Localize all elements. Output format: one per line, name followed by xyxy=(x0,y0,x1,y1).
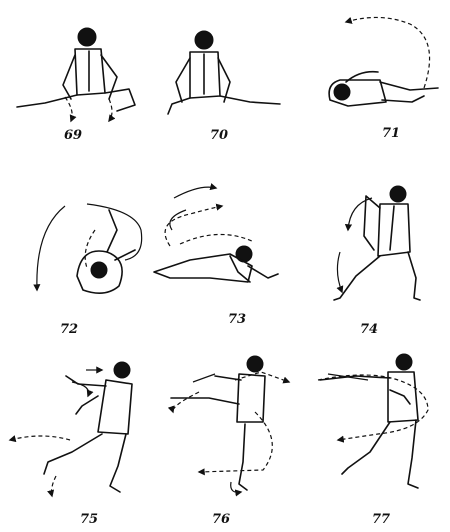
martial-artist-figure xyxy=(333,185,421,301)
martial-artist-figure xyxy=(153,183,279,283)
figure-number-72: 72 xyxy=(60,322,79,337)
figure-number-77: 77 xyxy=(372,512,391,527)
figure-number-71: 71 xyxy=(382,126,401,141)
figure-72-rolling xyxy=(25,190,155,310)
figure-69-side-split-stretch xyxy=(5,15,145,125)
martial-artist-figure xyxy=(328,16,439,107)
figure-73-ground-sweep xyxy=(150,182,290,302)
martial-artist-figure xyxy=(33,203,143,294)
figure-number-76: 76 xyxy=(212,512,231,527)
figure-number-75: 75 xyxy=(80,512,99,527)
figure-71-lying-stretch xyxy=(320,10,445,120)
figure-70-side-split-stretch xyxy=(160,18,290,128)
figure-number-73: 73 xyxy=(228,312,247,327)
figure-74-block-stance xyxy=(320,180,430,310)
martial-artist-figure xyxy=(16,27,136,123)
martial-artist-figure xyxy=(317,353,429,489)
figure-number-70: 70 xyxy=(210,128,229,143)
martial-artist-figure xyxy=(167,30,281,115)
figure-75-low-kick xyxy=(2,356,142,501)
figure-77-spinning-arm-strike xyxy=(308,350,443,500)
figure-number-74: 74 xyxy=(360,322,379,337)
martial-artist-figure xyxy=(167,355,291,497)
figure-76-high-kick xyxy=(155,352,295,502)
martial-artist-figure xyxy=(8,361,133,498)
figure-number-69: 69 xyxy=(64,128,83,143)
